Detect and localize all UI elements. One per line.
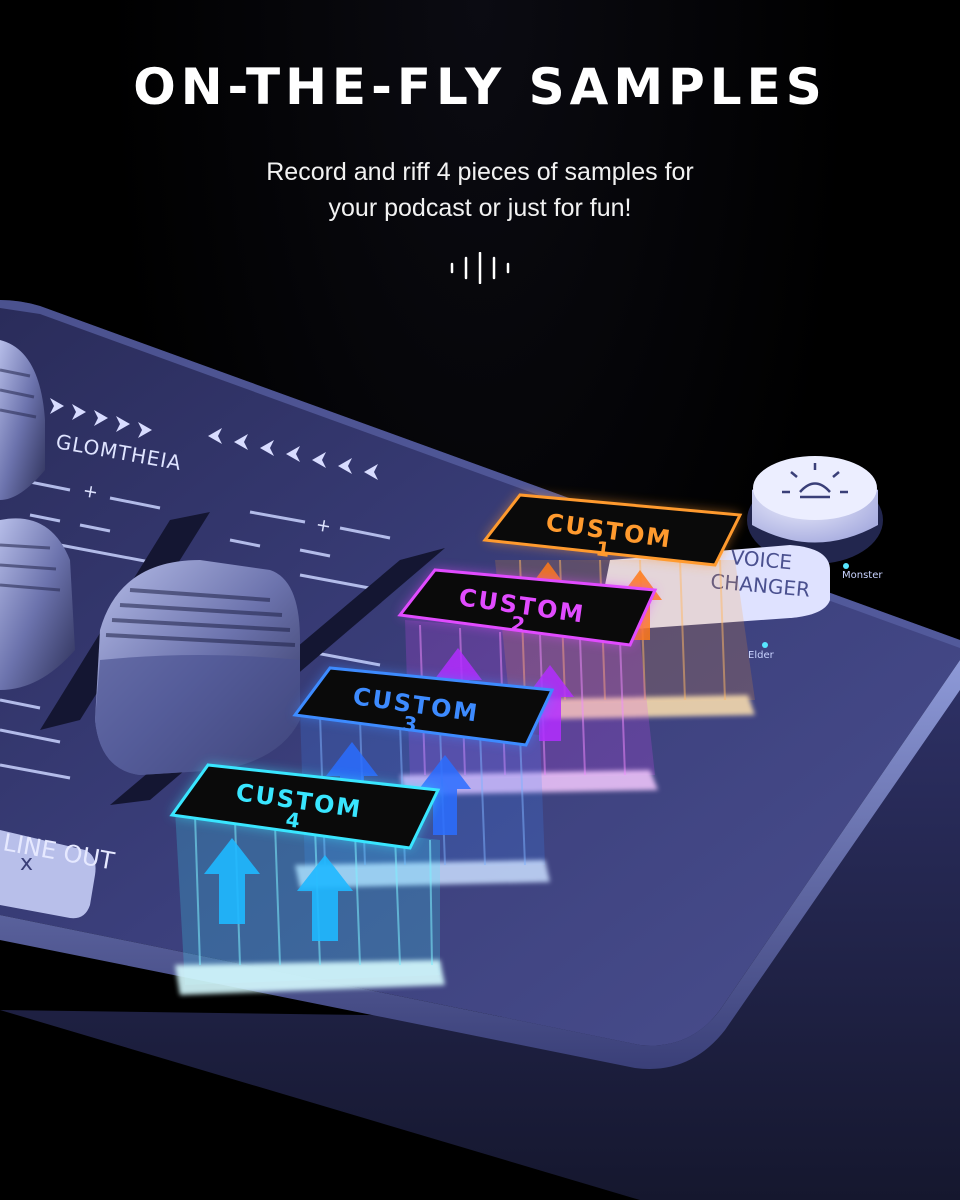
- custom-pad-1-display: CUSTOM 1: [482, 493, 743, 567]
- elder-led: [762, 642, 768, 648]
- pad-4-number: 4: [284, 807, 301, 833]
- up-arrow: [419, 755, 471, 835]
- fader-cap[interactable]: [95, 560, 300, 775]
- custom-pad-4[interactable]: [175, 810, 445, 995]
- up-arrow: [204, 838, 260, 924]
- page-title: ON-THE-FLY SAMPLES: [133, 58, 827, 116]
- subtitle-line-1: Record and riff 4 pieces of samples for: [266, 158, 694, 186]
- custom-pad-2-display: CUSTOM 2: [397, 568, 658, 647]
- custom-pad-4-display: CUSTOM 4: [169, 763, 441, 850]
- mute-symbol: x: [20, 851, 33, 876]
- voice-changer-button[interactable]: VOICE CHANGER: [599, 545, 830, 630]
- deck-side: [0, 690, 960, 1200]
- monster-led: [843, 563, 849, 569]
- voice-changer-label: VOICE: [730, 545, 793, 574]
- up-arrow: [526, 665, 574, 741]
- sun-icon: [782, 463, 848, 499]
- scale-plus-right: +: [314, 514, 333, 537]
- monster-label: Monster: [842, 570, 883, 581]
- left-knob-top: [0, 340, 45, 500]
- direction-chevrons: [50, 398, 378, 480]
- subtitle-line-2: your podcast or just for fun!: [328, 194, 632, 222]
- mute-button[interactable]: x: [0, 830, 96, 919]
- pad-3-number: 3: [401, 711, 418, 737]
- custom-pad-3-display: CUSTOM 3: [292, 666, 555, 747]
- up-arrow: [297, 855, 353, 941]
- elder-label: Elder: [748, 650, 775, 661]
- scale-plus-left: +: [81, 480, 100, 503]
- brightness-knob[interactable]: [747, 456, 883, 564]
- left-fader-cap: [0, 518, 75, 690]
- pad-1-number: 1: [594, 536, 611, 562]
- subtitle: Record and riff 4 pieces of samples for …: [0, 154, 960, 226]
- sound-wave-icon: [450, 252, 510, 284]
- pad-2-number: 2: [509, 611, 526, 637]
